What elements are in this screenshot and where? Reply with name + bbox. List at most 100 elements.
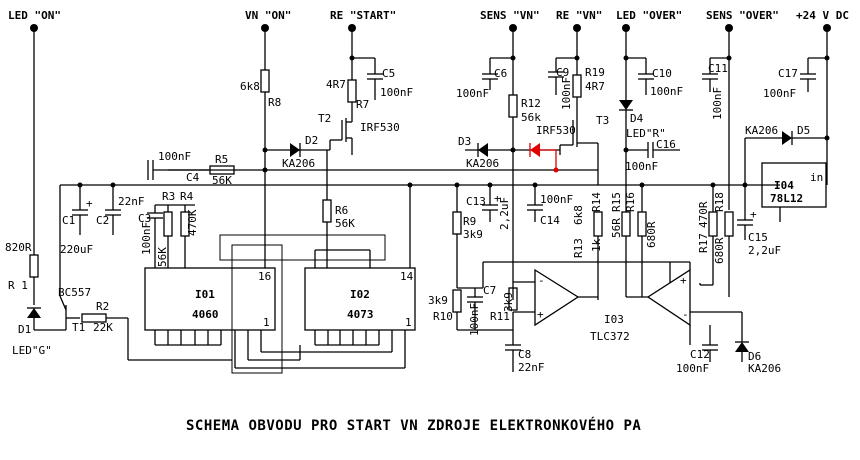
svg-text:+: + — [537, 308, 544, 321]
svg-text:D4: D4 — [630, 112, 644, 125]
svg-text:R 1: R 1 — [8, 279, 28, 292]
svg-text:LED"R": LED"R" — [626, 127, 666, 140]
diode-d6: D6 KA206 — [735, 312, 781, 375]
svg-text:100nF: 100nF — [158, 150, 191, 163]
svg-text:RE "VN": RE "VN" — [556, 9, 602, 22]
diode-d5: KA206 D5 — [744, 124, 827, 185]
svg-text:820R: 820R — [5, 241, 32, 254]
svg-text:1: 1 — [263, 316, 270, 329]
svg-text:R17: R17 — [697, 233, 710, 253]
svg-text:100nF: 100nF — [468, 303, 481, 336]
capacitor-c9: C9 100nF — [548, 57, 577, 110]
svg-text:C13: C13 — [466, 195, 486, 208]
svg-text:D1: D1 — [18, 323, 31, 336]
svg-text:470R: 470R — [697, 201, 710, 228]
transistor-t1: BC557 T1 — [58, 185, 91, 334]
svg-text:680R: 680R — [713, 237, 726, 264]
svg-text:C9: C9 — [556, 66, 569, 79]
svg-text:R11: R11 — [490, 310, 510, 323]
mosfet-t2: T2 IRF530 — [318, 112, 400, 155]
capacitor-c1: + C1 220uF — [60, 185, 93, 256]
resistor-r15: R15 56R — [610, 192, 631, 297]
svg-text:100nF: 100nF — [711, 87, 724, 120]
terminal-supply: +24 V DC — [796, 9, 849, 185]
svg-text:R7: R7 — [356, 98, 369, 111]
ic-io3-comparator-b: + - — [646, 262, 742, 327]
svg-text:R3: R3 — [162, 190, 175, 203]
ic-io2: I02 4073 14 1 — [219, 185, 416, 374]
svg-text:1: 1 — [405, 316, 412, 329]
resistor-r13: R13 6k8 — [572, 205, 603, 300]
svg-text:3k9: 3k9 — [463, 228, 483, 241]
svg-text:C7: C7 — [483, 284, 496, 297]
svg-text:100nF: 100nF — [763, 87, 796, 100]
ic-io1: I01 4060 16 1 — [144, 170, 276, 368]
resistor-r6: R6 56K — [322, 150, 355, 235]
resistor-r18: R18 680R — [699, 192, 734, 297]
schematic-title: SCHEMA OBVODU PRO START VN ZDROJE ELEKTR… — [186, 417, 641, 434]
svg-text:100nF: 100nF — [140, 222, 153, 255]
svg-text:KA206: KA206 — [748, 362, 781, 375]
resistor-r11: R11 3k9 — [490, 287, 518, 323]
capacitor-c16: C16 100nF — [625, 138, 680, 173]
capacitor-c10: C10 100nF — [626, 57, 683, 98]
resistor-r16: R16 680R — [624, 185, 658, 297]
svg-text:C12: C12 — [690, 348, 710, 361]
svg-text:R13: R13 — [572, 238, 585, 258]
svg-text:LED"G": LED"G" — [12, 344, 52, 357]
svg-text:R16: R16 — [624, 192, 637, 212]
svg-text:+24 V DC: +24 V DC — [796, 9, 849, 22]
svg-text:C17: C17 — [778, 67, 798, 80]
capacitor-c6: C6 100nF — [456, 57, 513, 100]
svg-text:R10: R10 — [433, 310, 453, 323]
svg-text:BC557: BC557 — [58, 286, 91, 299]
capacitor-c2: 22nF C2 — [96, 185, 145, 235]
svg-text:IRF530: IRF530 — [360, 121, 400, 134]
resistor-r7: 4R7 R7 — [326, 78, 369, 118]
svg-text:6k8: 6k8 — [572, 205, 585, 225]
svg-text:D3: D3 — [458, 135, 471, 148]
resistor-r3: R3 56K — [156, 190, 175, 268]
svg-text:4073: 4073 — [347, 308, 374, 321]
svg-text:R8: R8 — [268, 96, 281, 109]
capacitor-c5: C5 100nF — [352, 57, 413, 100]
capacitor-c12: C12 100nF — [676, 325, 718, 375]
svg-text:R4: R4 — [180, 190, 194, 203]
svg-text:C1: C1 — [62, 214, 75, 227]
svg-text:R12: R12 — [521, 97, 541, 110]
svg-text:C14: C14 — [540, 214, 560, 227]
terminal-led-over: LED "OVER" — [616, 9, 682, 100]
svg-text:100nF: 100nF — [676, 362, 709, 375]
svg-text:D6: D6 — [748, 350, 761, 363]
svg-text:100nF: 100nF — [560, 77, 573, 110]
resistor-r8: 6k8 R8 — [240, 69, 281, 170]
svg-text:1k: 1k — [590, 238, 603, 252]
svg-text:R18: R18 — [713, 192, 726, 212]
svg-text:R9: R9 — [463, 215, 476, 228]
svg-text:4R7: 4R7 — [585, 80, 605, 93]
terminal-led-on: LED "ON" — [8, 9, 61, 255]
svg-text:22nF: 22nF — [518, 361, 545, 374]
svg-text:SENS "OVER": SENS "OVER" — [706, 9, 779, 22]
terminal-re-vn: RE "VN" — [556, 9, 602, 75]
svg-text:78L12: 78L12 — [770, 192, 803, 205]
svg-text:R19: R19 — [585, 66, 605, 79]
svg-text:100nF: 100nF — [625, 160, 658, 173]
svg-text:100nF: 100nF — [380, 86, 413, 99]
svg-text:R15: R15 — [610, 192, 623, 212]
svg-text:KA206: KA206 — [466, 157, 499, 170]
svg-text:56R: 56R — [610, 218, 623, 238]
svg-text:56k: 56k — [521, 111, 541, 124]
capacitor-c15: + C15 2,2uF — [737, 185, 781, 257]
svg-text:22K: 22K — [93, 321, 113, 334]
svg-text:IRF530: IRF530 — [536, 124, 576, 137]
svg-text:I01: I01 — [195, 288, 215, 301]
resistor-r9: R9 3k9 — [452, 185, 483, 288]
svg-text:680R: 680R — [645, 221, 658, 248]
svg-text:C4: C4 — [186, 171, 200, 184]
svg-text:I02: I02 — [350, 288, 370, 301]
resistor-r17: R17 470R — [697, 185, 718, 285]
svg-text:2,2uF: 2,2uF — [498, 197, 511, 230]
svg-text:4060: 4060 — [192, 308, 219, 321]
svg-text:3k9: 3k9 — [502, 292, 515, 312]
